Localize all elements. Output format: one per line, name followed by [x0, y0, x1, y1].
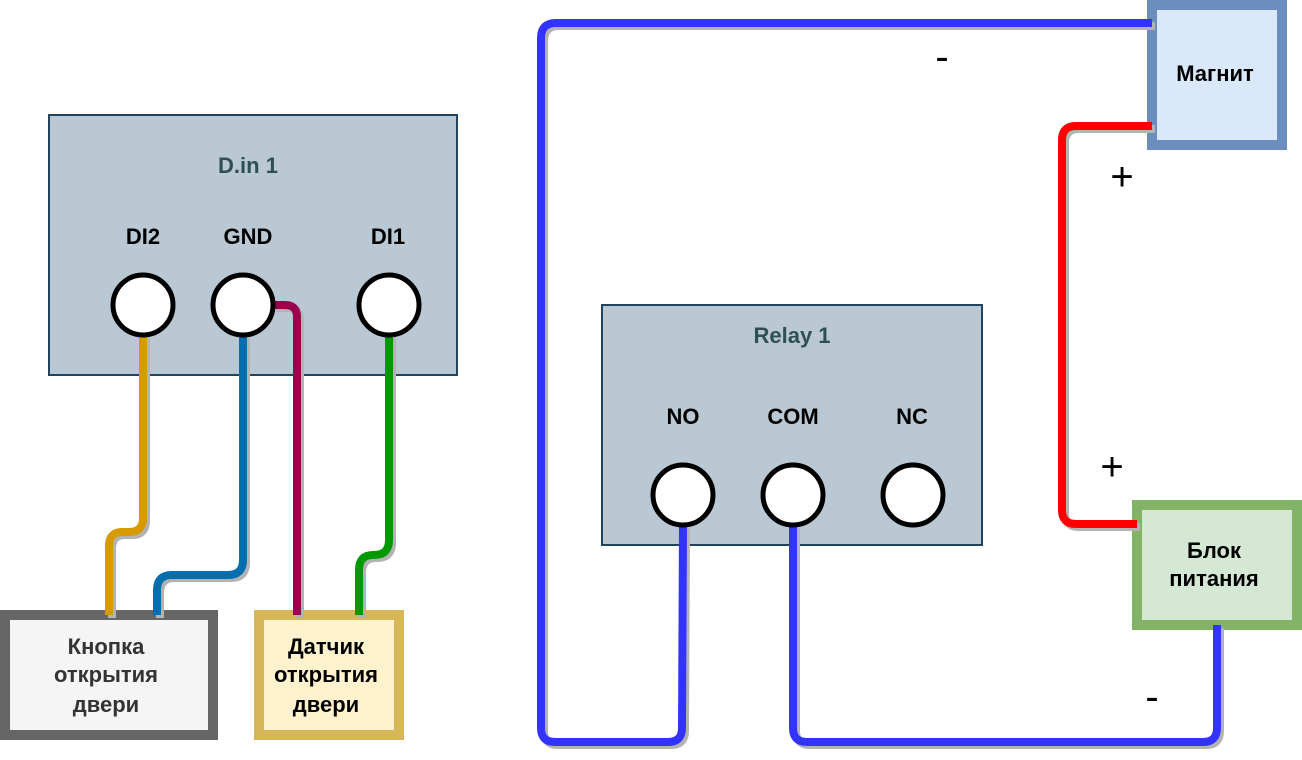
- button-device-label-3: двери: [73, 692, 139, 717]
- magnet-minus-label: -: [935, 35, 948, 79]
- terminal-di1[interactable]: [356, 272, 422, 338]
- psu-device-body: [1132, 500, 1302, 630]
- wire-gnd-sensor[interactable]: [273, 301, 301, 615]
- wire-di1-sensor[interactable]: [355, 335, 393, 615]
- wire-psu-magnet-plus[interactable]: [1058, 122, 1152, 528]
- magnet-device[interactable]: Магнит: [1147, 0, 1287, 150]
- wires: [105, 19, 1224, 749]
- pin-label-di2: DI2: [126, 224, 160, 249]
- din-module-title: D.in 1: [218, 153, 278, 178]
- sensor-device-label-1: Датчик: [288, 634, 365, 659]
- wire-com-psu-minus[interactable]: [789, 525, 1221, 746]
- terminal-no[interactable]: [650, 462, 716, 528]
- button-device-label-1: Кнопка: [68, 634, 145, 659]
- wire-gnd-button[interactable]: [153, 335, 247, 615]
- relay-module-title: Relay 1: [753, 323, 830, 348]
- pin-label-no: NO: [667, 404, 700, 429]
- button-device-label-2: открытия: [54, 662, 158, 687]
- psu-device-label-2: питания: [1169, 566, 1258, 591]
- psu-plus-label: +: [1100, 445, 1123, 489]
- terminal-di2[interactable]: [110, 272, 176, 338]
- sensor-device-body: [254, 610, 404, 740]
- psu-device[interactable]: Блок питания: [1132, 500, 1302, 630]
- magnet-device-label: Магнит: [1176, 61, 1254, 86]
- terminals: [110, 272, 946, 528]
- wire-no-magnet-minus[interactable]: [537, 19, 1152, 746]
- magnet-device-body: [1147, 0, 1287, 150]
- magnet-plus-label: +: [1110, 155, 1133, 199]
- pin-label-com: COM: [767, 404, 818, 429]
- terminal-nc[interactable]: [880, 462, 946, 528]
- sensor-device-label-2: открытия: [274, 662, 378, 687]
- button-device[interactable]: Кнопка открытия двери: [0, 610, 218, 740]
- terminal-gnd[interactable]: [210, 272, 276, 338]
- psu-minus-label: -: [1145, 675, 1158, 719]
- psu-device-label-1: Блок: [1187, 538, 1242, 563]
- pin-label-nc: NC: [896, 404, 928, 429]
- sensor-device-label-3: двери: [293, 692, 359, 717]
- pin-label-gnd: GND: [224, 224, 273, 249]
- wire-di2-button[interactable]: [105, 335, 147, 615]
- sensor-device[interactable]: Датчик открытия двери: [254, 610, 404, 740]
- terminal-com[interactable]: [760, 462, 826, 528]
- pin-label-di1: DI1: [371, 224, 405, 249]
